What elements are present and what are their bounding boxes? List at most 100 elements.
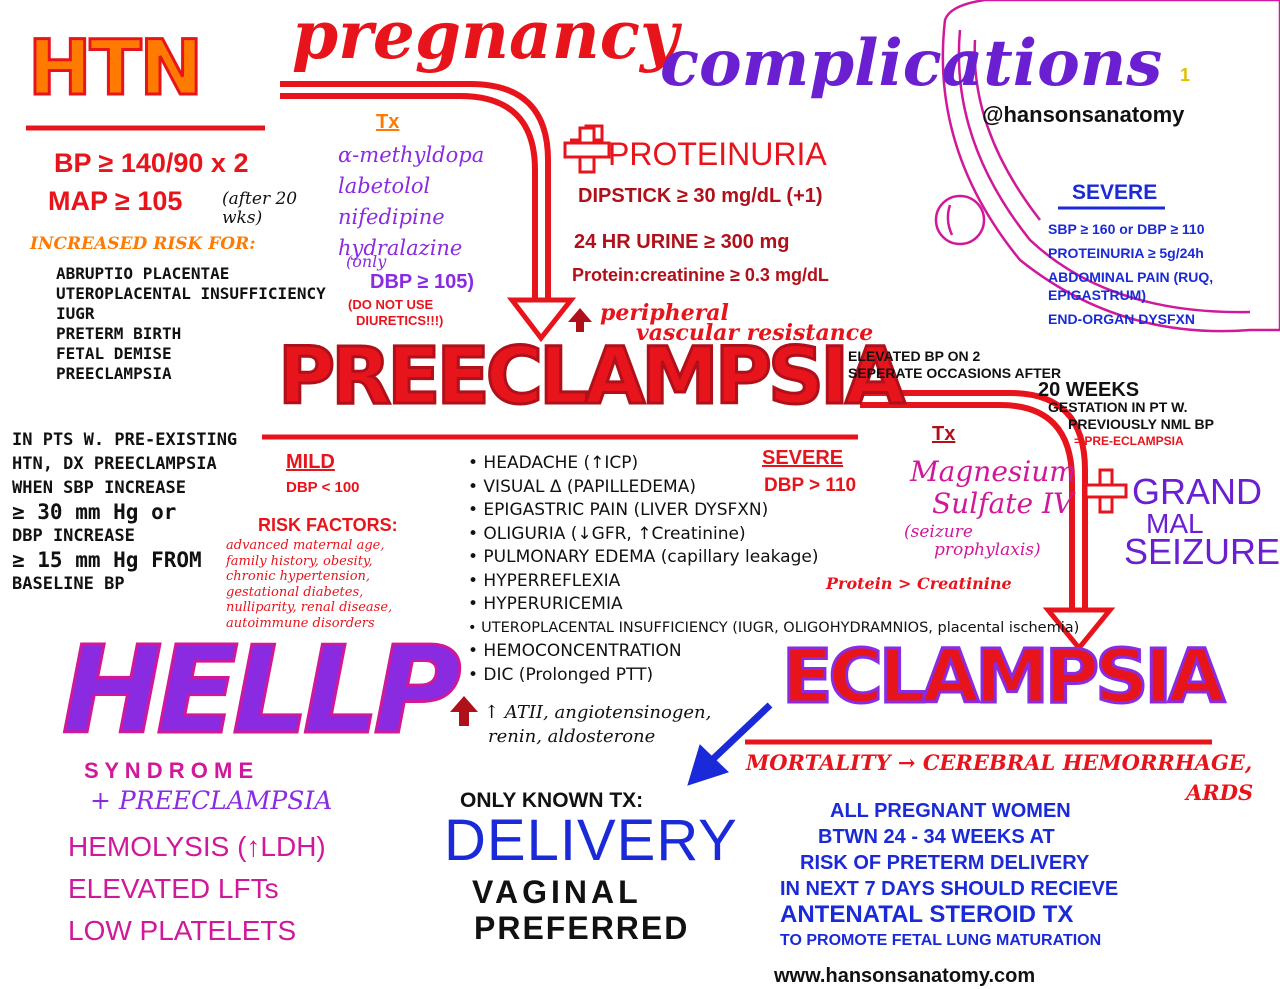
symptom-item: • UTEROPLACENTAL INSUFFICIENCY (IUGR, OL… <box>468 619 1080 636</box>
htn-tx-dbp: DBP ≥ 105) <box>370 271 474 293</box>
definition-line: ELEVATED BP ON 2 <box>848 348 981 364</box>
htn-risk-item: UTEROPLACENTAL INSUFFICIENCY <box>56 284 326 303</box>
risk-factor-line: nulliparity, renal disease, <box>226 600 393 615</box>
symptom-item: • VISUAL Δ (PAPILLEDEMA) <box>468 476 696 497</box>
htn-tx-med: α-methyldopa <box>338 143 485 167</box>
hellp-item: HEMOLYSIS (↑LDH) <box>68 831 326 862</box>
eclampsia-tx-drug-1: Magnesium <box>910 455 1076 488</box>
htn-tx-only: (only <box>346 252 387 271</box>
symptom-item: • HEMOCONCENTRATION <box>468 641 682 661</box>
author-handle: @hansonsanatomy <box>982 102 1185 127</box>
severe-box-item: ABDOMINAL PAIN (RUQ, EPIGASTRUM) <box>1048 269 1214 303</box>
proteinuria-title: PROTEINURIA <box>608 136 827 172</box>
severe-box-list: SBP ≥ 160 or DBP ≥ 110 PROTEINURIA ≥ 5g/… <box>1048 220 1270 328</box>
htn-map-note: (after 20 wks) <box>222 189 298 228</box>
htn-risk-item: ABRUPTIO PLACENTAE <box>56 264 230 283</box>
preeclampsia-title: PREECLAMPSIA <box>276 332 906 422</box>
risk-factor-line: advanced maternal age, <box>226 538 385 553</box>
htn-risk-item: PRETERM BIRTH <box>56 324 182 343</box>
proteinuria-24hr: 24 HR URINE ≥ 300 mg <box>574 231 790 253</box>
eclampsia-mortality: MORTALITY → CEREBRAL HEMORRHAGE, <box>746 750 1253 775</box>
severe-box-item: END-ORGAN DYSFXN <box>1048 311 1196 327</box>
symptom-item: • HYPERURICEMIA <box>468 594 623 614</box>
risk-factor-line: gestational diabetes, <box>226 584 364 600</box>
pvr-line-2: vascular resistance <box>636 320 874 346</box>
eclampsia-tx-note-1: (seizure <box>904 522 973 542</box>
htn-risk-list: ABRUPTIO PLACENTAE UTEROPLACENTAL INSUFF… <box>56 264 326 384</box>
symptom-item: • OLIGURIA (↓GFR, ↑Creatinine) <box>468 523 746 544</box>
mild-value: DBP < 100 <box>286 479 360 496</box>
fetus-sketch-icon <box>934 0 1280 333</box>
seizure-line-2: MAL <box>1146 508 1204 539</box>
hellp-list: HEMOLYSIS (↑LDH) ELEVATED LFTs LOW PLATE… <box>68 826 326 952</box>
steroid-line: BTWN 24 - 34 WEEKS AT <box>818 826 1055 848</box>
htn-risk-item: IUGR <box>56 304 95 323</box>
up-arrow-icon-2 <box>450 696 478 726</box>
htn-map: MAP ≥ 105 <box>48 186 183 216</box>
footer-website[interactable]: www.hansonsanatomy.com <box>774 965 1036 987</box>
symptom-item: • PULMONARY EDEMA (capillary leakage) <box>468 547 819 567</box>
pvr-line-1: peripheral <box>600 300 729 326</box>
definition-line: 20 WEEKS <box>1038 379 1140 401</box>
risk-factor-line: family history, obesity, <box>226 553 373 569</box>
hellp-syndrome: S Y N D R O M E <box>84 758 254 783</box>
hellp-plus: + PREECLAMPSIA <box>90 786 333 815</box>
proteinuria-ratio: Protein:creatinine ≥ 0.3 mg/dL <box>572 265 829 285</box>
preexisting-line: WHEN SBP INCREASE <box>12 478 186 498</box>
mild-title: MILD <box>286 451 335 473</box>
definition-line: GESTATION IN PT W. <box>1048 399 1188 415</box>
plus-icon <box>563 124 611 174</box>
symptom-item: • DIC (Prolonged PTT) <box>468 664 654 685</box>
symptom-item: • HEADACHE (↑ICP) <box>468 453 639 473</box>
htn-tx-warning-2: DIURETICS!!!) <box>356 313 444 328</box>
eclampsia-tx-drug-2: Sulfate IV <box>932 487 1074 520</box>
severe-box-item: SBP ≥ 160 or DBP ≥ 110 <box>1048 221 1205 237</box>
seizure-line-1: GRAND <box>1132 471 1263 512</box>
seizure-plus-icon <box>1084 468 1128 514</box>
severe-box-title: SEVERE <box>1072 181 1158 204</box>
preexisting-line: BASELINE BP <box>12 574 125 594</box>
eclampsia-tx-title: Tx <box>932 423 956 445</box>
htn-title: HTN <box>26 23 204 112</box>
preexisting-line: ≥ 30 mm Hg or <box>12 500 177 524</box>
eclampsia-tx-note-2: prophylaxis) <box>934 540 1041 560</box>
risk-factor-line: chronic hypertension, <box>226 569 371 584</box>
seizure-line-3: SEIZURE <box>1124 531 1280 572</box>
preeclampsia-definition: ELEVATED BP ON 2 SEPERATE OCCASIONS AFTE… <box>848 348 1214 450</box>
symptom-list: • HEADACHE (↑ICP) • VISUAL Δ (PAPILLEDEM… <box>468 452 1079 687</box>
steroid-line: ANTENATAL STEROID TX <box>780 901 1074 928</box>
title-pregnancy: pregnancy <box>292 0 679 74</box>
htn-tx-med: hydralazine <box>338 236 463 260</box>
definition-line: = PRE-ECLAMPSIA <box>1074 434 1184 448</box>
preexisting-line: DBP INCREASE <box>12 526 135 546</box>
preexisting-line: IN PTS W. PRE-EXISTING <box>12 430 238 450</box>
htn-risk-item: FETAL DEMISE <box>56 344 172 363</box>
eclampsia-title: ECLAMPSIA <box>780 634 1226 720</box>
protein-creatinine: Protein > Creatinine <box>826 574 1012 593</box>
steroid-line: TO PROMOTE FETAL LUNG MATURATION <box>780 932 1102 949</box>
htn-tx-med: labetolol <box>338 174 431 198</box>
up-arrow-icon <box>568 308 592 332</box>
symptom-item: • EPIGASTRIC PAIN (LIVER DYSFXN) <box>468 500 769 520</box>
delivery-title: DELIVERY <box>444 808 738 873</box>
risk-factors-title: RISK FACTORS: <box>258 515 398 535</box>
severe-title: SEVERE <box>762 447 844 469</box>
htn-tx-med: nifedipine <box>338 205 445 229</box>
risk-factors-list: advanced maternal age, family history, o… <box>226 538 392 631</box>
proteinuria-dipstick: DIPSTICK ≥ 30 mg/dL (+1) <box>578 185 823 207</box>
steroid-line: IN NEXT 7 DAYS SHOULD RECIEVE <box>780 878 1119 900</box>
raas-line-2: renin, aldosterone <box>488 726 656 747</box>
htn-risk-title: INCREASED RISK FOR: <box>30 234 256 254</box>
htn-tx-meds: α-methyldopa labetolol nifedipine hydral… <box>338 140 484 264</box>
delivery-label: ONLY KNOWN TX: <box>460 789 644 812</box>
preexisting-line: HTN, DX PREECLAMPSIA <box>12 454 217 474</box>
title-complications: complications <box>660 26 1163 101</box>
preexisting-line: ≥ 15 mm Hg FROM <box>12 548 202 572</box>
definition-line: SEPERATE OCCASIONS AFTER <box>848 365 1062 381</box>
delivery-line-2: PREFERRED <box>474 910 690 946</box>
risk-factor-line: autoimmune disorders <box>226 615 375 631</box>
htn-bp: BP ≥ 140/90 x 2 <box>54 148 249 178</box>
raas-line-1: ↑ ATII, angiotensinogen, <box>484 702 712 723</box>
